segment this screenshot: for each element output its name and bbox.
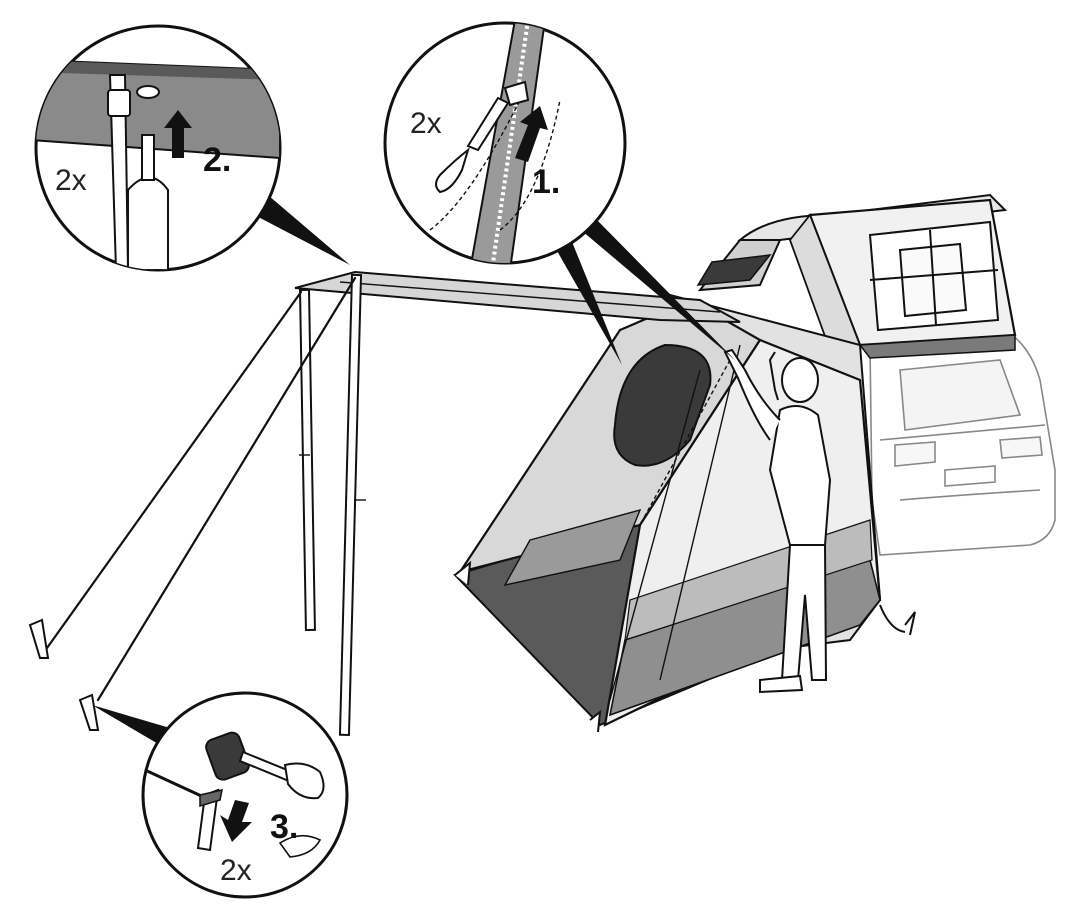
step-2-label: 2. <box>203 141 231 179</box>
callout-step-3: 3. 2x <box>141 691 349 899</box>
person-figure <box>723 348 832 694</box>
down-arrow-icon <box>220 800 252 842</box>
mallet-icon <box>205 731 294 783</box>
step-1-count: 2x <box>410 107 442 140</box>
step-3-count: 2x <box>220 854 252 887</box>
awning-annex <box>453 293 916 733</box>
vehicle <box>869 329 1056 556</box>
callout-step-1: 1. 2x <box>383 21 627 265</box>
guy-lines <box>28 276 357 731</box>
callout-step-2: 2. 2x <box>34 24 282 272</box>
rooftop-tent <box>696 193 1017 359</box>
step-2-count: 2x <box>55 164 87 197</box>
up-arrow-icon <box>515 106 548 162</box>
step-3-label: 3. <box>270 808 298 846</box>
up-arrow-icon <box>164 110 192 158</box>
step-1-label: 1. <box>532 163 560 201</box>
awning-poles <box>298 273 366 736</box>
callout-pointers <box>92 190 735 745</box>
